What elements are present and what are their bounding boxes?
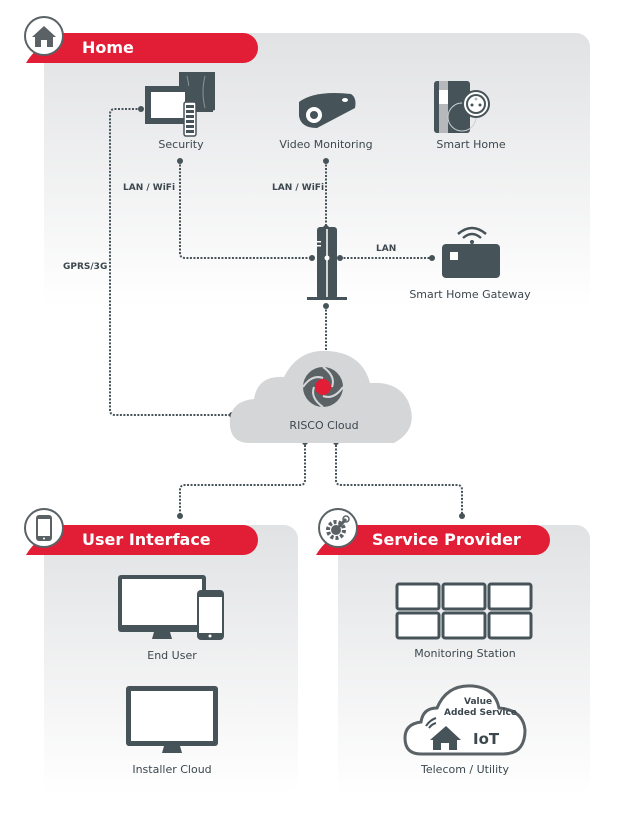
router-icon bbox=[307, 227, 347, 300]
smartphone-icon bbox=[36, 515, 52, 541]
user-interface-title: User Interface bbox=[82, 530, 211, 549]
video-lan-label: LAN / WiFi bbox=[272, 183, 325, 193]
end-user-label: End User bbox=[147, 649, 197, 662]
gprs-line bbox=[109, 108, 232, 416]
gprs-label: GPRS/3G bbox=[63, 262, 108, 272]
risco-logo-icon bbox=[302, 366, 344, 408]
smartphone-badge bbox=[24, 508, 64, 548]
iot-text: IoT bbox=[473, 730, 500, 748]
end-user-devices-icon bbox=[118, 575, 224, 640]
smart-home-gateway-label: Smart Home Gateway bbox=[409, 288, 531, 301]
installer-cloud-label: Installer Cloud bbox=[132, 763, 212, 776]
installer-cloud-monitor-icon bbox=[126, 686, 218, 753]
smart-home-gateway-icon bbox=[442, 226, 500, 278]
service-provider-title: Service Provider bbox=[372, 530, 521, 549]
security-label: Security bbox=[158, 138, 204, 151]
video-monitoring-label: Video Monitoring bbox=[279, 138, 373, 151]
security-lan-label: LAN / WiFi bbox=[123, 183, 176, 193]
service-provider-banner: Service Provider bbox=[338, 525, 550, 555]
house-icon bbox=[32, 26, 56, 47]
smart-home-icon bbox=[434, 81, 490, 133]
security-panel-icon bbox=[145, 72, 215, 137]
monitoring-station-icon bbox=[395, 582, 533, 640]
value-text: Value bbox=[464, 697, 493, 707]
monitoring-station-label: Monitoring Station bbox=[414, 647, 516, 660]
iot-house-wifi-icon bbox=[425, 717, 461, 750]
cloud-sp-line bbox=[335, 445, 463, 516]
gateway-lan-label: LAN bbox=[376, 244, 397, 254]
smart-home-label: Smart Home bbox=[436, 138, 506, 151]
risco-cloud-label: RISCO Cloud bbox=[289, 419, 359, 432]
home-title: Home bbox=[82, 38, 134, 57]
telecom-utility-label: Telecom / Utility bbox=[421, 763, 509, 776]
iot-cloud-shape bbox=[403, 684, 527, 756]
home-banner: Home bbox=[48, 33, 258, 63]
added-service-text: Added Service bbox=[444, 708, 517, 718]
cloud-ui-line bbox=[179, 445, 306, 516]
security-lan-line bbox=[179, 161, 312, 259]
gear-wrench-icon bbox=[326, 515, 350, 540]
gear-badge bbox=[318, 508, 358, 548]
user-interface-banner: User Interface bbox=[48, 525, 258, 555]
house-badge bbox=[24, 16, 64, 56]
video-camera-icon bbox=[299, 93, 356, 128]
